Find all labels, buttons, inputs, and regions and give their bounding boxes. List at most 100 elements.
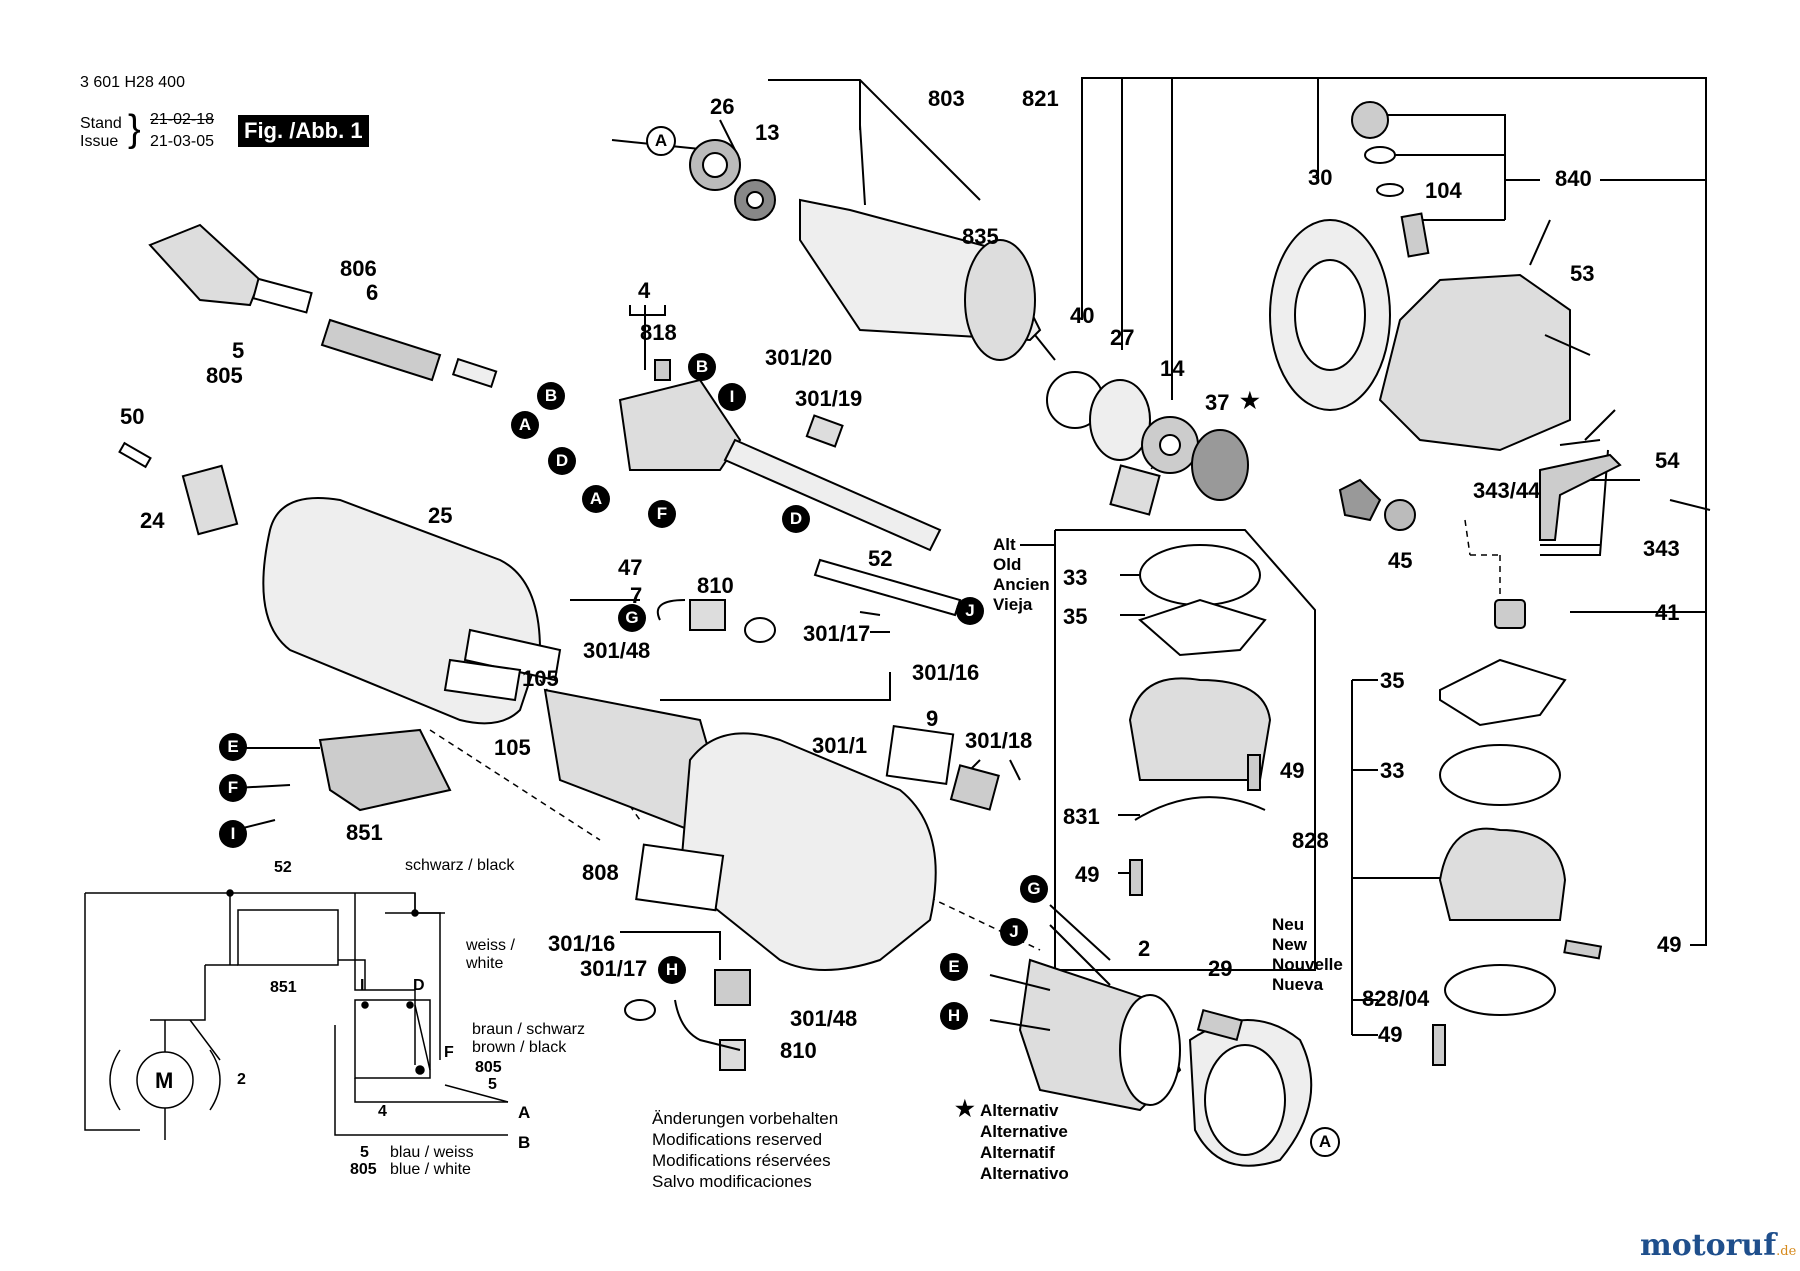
part-5: 5 (232, 338, 245, 363)
part-27: 27 (1110, 325, 1135, 350)
stand-label: Stand (80, 115, 122, 132)
part-25: 25 (428, 503, 453, 528)
part-24: 24 (140, 508, 165, 533)
modifications-0: Änderungen vorbehalten (652, 1109, 839, 1128)
part-4: 4 (638, 278, 651, 303)
callout-i-switch: I (718, 383, 746, 411)
label-808 (635, 843, 725, 912)
part-301-17-top: 301/17 (803, 621, 871, 646)
callout-i: I (219, 820, 247, 848)
lever-343 (1539, 453, 1622, 541)
part-14: 14 (1160, 356, 1185, 381)
part-45: 45 (1388, 548, 1413, 573)
part-35-new: 35 (1380, 668, 1405, 693)
callout-b-plug: B (537, 382, 565, 410)
callout-g-brush: G (618, 604, 646, 632)
alternativ-1: Alternative (980, 1122, 1068, 1141)
callout-b-switch: B (688, 353, 716, 381)
alternativ-3: Alternativo (980, 1164, 1069, 1183)
star-legend: ★ (955, 1096, 975, 1121)
brand-name: motoruf (1640, 1228, 1777, 1263)
part-828-04: 828/04 (1362, 986, 1430, 1011)
wiring-label-B: B (518, 1133, 531, 1152)
alt-label-2: Ancien (993, 575, 1050, 594)
part-301-48-top: 301/48 (583, 638, 651, 663)
part-52: 52 (868, 546, 893, 571)
part-37: 37 (1205, 390, 1230, 415)
part-7: 7 (630, 583, 643, 608)
part-41: 41 (1655, 600, 1680, 625)
ring-27 (1089, 379, 1151, 461)
wiring-label-52: 52 (274, 859, 292, 876)
gear-head (1378, 273, 1571, 452)
part-30: 30 (1308, 165, 1333, 190)
date-old: 21-02-18 (150, 111, 215, 128)
part-301-48-bottom: 301/48 (790, 1006, 858, 1031)
gasket-35 (1439, 658, 1567, 727)
cable-sleeve (320, 318, 442, 382)
wiring-label-851: 851 (270, 979, 297, 996)
part-840: 840 (1555, 166, 1592, 191)
wiring-brown: brown / black (472, 1039, 567, 1056)
callout-g-stator: G (1020, 875, 1048, 903)
wiring-label-D: D (413, 977, 425, 994)
part-104: 104 (1425, 178, 1462, 203)
alt-label-1: Old (993, 555, 1022, 574)
part-49-new-a: 49 (1657, 932, 1682, 957)
part-810-bottom: 810 (780, 1038, 817, 1063)
part-33-old: 33 (1063, 565, 1088, 590)
flange-828 (1438, 827, 1567, 921)
callout-f: F (219, 774, 247, 802)
wiring-blau: blau / weiss (390, 1144, 474, 1161)
part-50: 50 (120, 404, 145, 429)
callout-h-stator: H (940, 1002, 968, 1030)
part-831: 831 (1063, 804, 1100, 829)
part-35-old: 35 (1063, 604, 1088, 629)
part-301-19: 301/19 (795, 386, 863, 411)
part-6: 6 (366, 280, 379, 305)
wiring-label-F: F (444, 1044, 454, 1061)
part-821: 821 (1022, 86, 1059, 111)
new-label-1: New (1272, 935, 1307, 954)
wiring-label-I: I (360, 977, 365, 994)
date-new: 21-03-05 (150, 133, 215, 150)
alt-panel-frame (1054, 529, 1316, 971)
callout-a-plug: A (511, 411, 539, 439)
brace: } (128, 108, 141, 150)
callout-a-switch: A (582, 485, 610, 513)
wiring-label-805a: 805 (475, 1059, 502, 1076)
alt-label-0: Alt (993, 535, 1016, 554)
part-851: 851 (346, 820, 383, 845)
part-808: 808 (582, 860, 619, 885)
part-806: 806 (340, 256, 377, 281)
callout-a-top: A (646, 126, 676, 156)
callout-j-lead: J (956, 597, 984, 625)
wiring-module-851 (237, 909, 339, 966)
motor-housing (678, 732, 937, 971)
wiring-schwarz: schwarz / black (405, 857, 515, 874)
part-343: 343 (1643, 536, 1680, 561)
wiring-label-A: A (518, 1103, 531, 1122)
callout-a-guard: A (1310, 1127, 1340, 1157)
issue-label: Issue (80, 133, 119, 150)
part-828: 828 (1292, 828, 1329, 853)
part-803: 803 (928, 86, 965, 111)
motor-label: M (155, 1068, 174, 1093)
wiring-braun: braun / schwarz (472, 1021, 585, 1038)
callout-e: E (219, 733, 247, 761)
wiring-label-4: 4 (378, 1103, 387, 1120)
part-301-16-top: 301/16 (912, 660, 980, 685)
part-13: 13 (755, 120, 780, 145)
wiring-white: white (466, 955, 504, 972)
wiring-diagram (84, 889, 509, 1140)
brand-tld: .de (1776, 1244, 1797, 1259)
nut-41 (1494, 599, 1526, 629)
part-2: 2 (1138, 936, 1151, 961)
bearing-37 (1191, 429, 1249, 501)
new-label-2: Nouvelle (1272, 955, 1343, 974)
doc-number: 3 601 H28 400 (80, 74, 185, 91)
label-9 (885, 724, 955, 786)
part-301-17-bottom: 301/17 (580, 956, 648, 981)
part-810-top: 810 (697, 573, 734, 598)
